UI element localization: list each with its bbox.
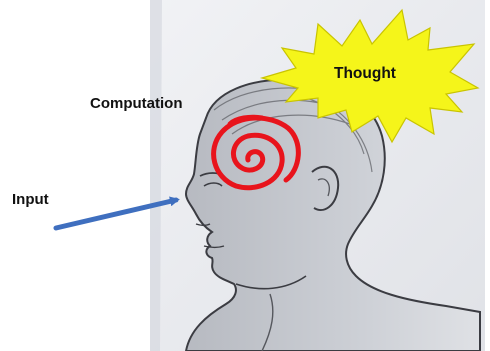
computation-label: Computation <box>90 96 182 111</box>
input-label: Input <box>12 192 49 207</box>
thought-label: Thought <box>334 66 396 82</box>
paper-left-shadow <box>150 0 162 351</box>
